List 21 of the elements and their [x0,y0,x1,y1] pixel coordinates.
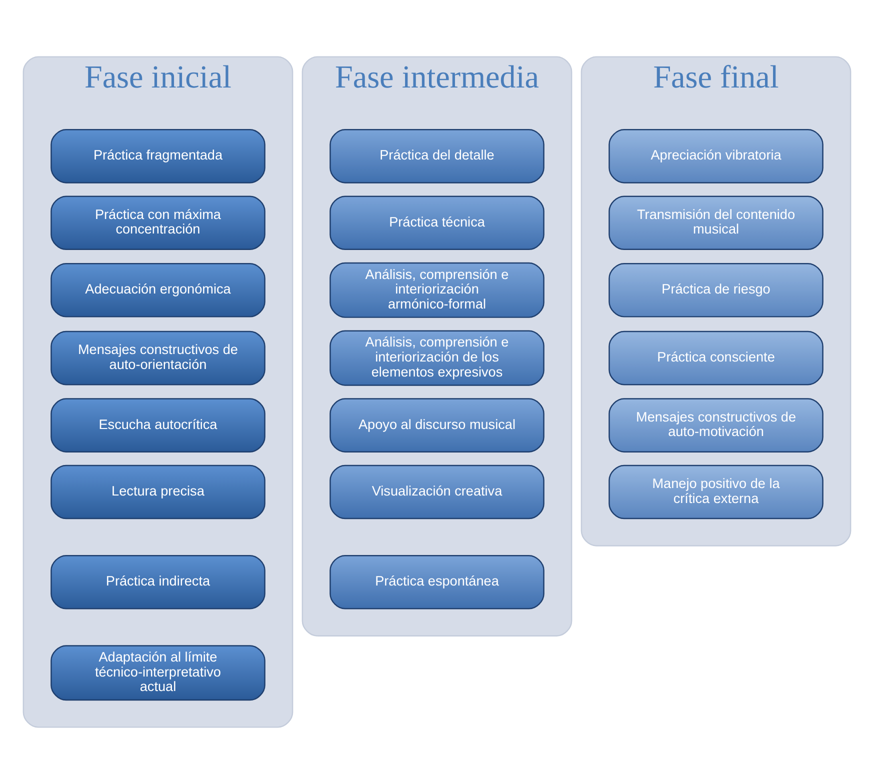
node-box: Práctica técnica [330,196,544,250]
node-box: Mensajes constructivos de auto-orientación [50,330,266,386]
node-box: Apoyo al discurso musical [330,398,544,452]
node-box: Mensajes constructivos de auto-motivación [608,398,824,452]
node-box: Práctica consciente [608,330,824,386]
node-box: Práctica con máxima concentración [50,196,266,250]
node-box: Práctica del detalle [330,129,544,184]
node-box: Análisis, comprensión e interiorización armónico-formal [330,262,544,318]
node-box: Lectura precisa [50,464,266,520]
node-box: Práctica de riesgo [608,262,824,318]
node-box: Escucha autocrítica [50,398,266,452]
node-box: Apreciación vibratoria [608,129,824,184]
node-box: Práctica espontánea [330,554,544,610]
node-box: Adaptación al límite técnico-interpretativo actual [50,645,266,701]
node-box: Transmisión del contenido musical [608,196,824,250]
node-box: Práctica indirecta [50,554,266,610]
node-box: Manejo positivo de la crítica externa [608,464,824,520]
node-box: Visualización creativa [330,464,544,520]
node-box: Análisis, comprensión e interiorización de los elementos expresivos [330,330,544,386]
node-box: Adecuación ergonómica [50,262,266,318]
node-box: Práctica fragmentada [50,129,266,184]
